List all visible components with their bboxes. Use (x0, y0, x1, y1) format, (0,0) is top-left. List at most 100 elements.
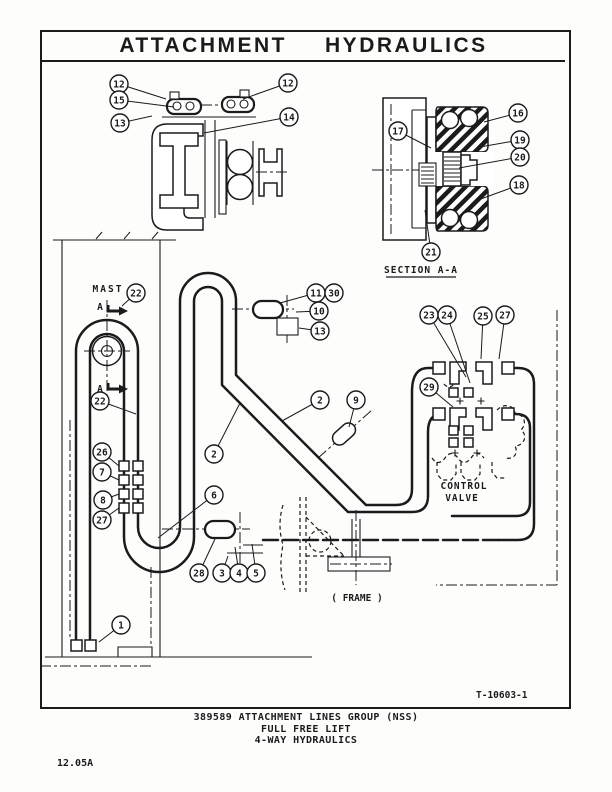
caption-line-1: 389589 ATTACHMENT LINES GROUP (NSS) (193, 712, 419, 723)
callout-8: 8 (93, 490, 113, 510)
callout-25: 25 (473, 306, 493, 326)
callout-12: 12 (278, 73, 298, 93)
hose-clamp-top (162, 89, 256, 118)
rail-ibeam-section (159, 132, 199, 209)
svg-text:23: 23 (423, 310, 435, 321)
section-cut-arrow-top (106, 305, 128, 316)
elbow-fitting (475, 407, 493, 431)
page-code: 12.05A (57, 758, 94, 769)
svg-text:6: 6 (211, 490, 217, 501)
inline-fitting (331, 422, 357, 446)
svg-text:13: 13 (114, 118, 126, 129)
valve-port (432, 361, 446, 375)
svg-text:13: 13 (314, 326, 326, 337)
frame-edge (436, 310, 558, 586)
section-cut-arrow-bottom (106, 383, 128, 394)
svg-text:21: 21 (425, 247, 437, 258)
svg-text:30: 30 (328, 288, 340, 299)
leader-line (446, 314, 471, 384)
callout-9: 9 (346, 390, 366, 410)
carriage-roller (226, 173, 254, 201)
elbow-fitting (449, 361, 467, 385)
svg-text:16: 16 (512, 108, 524, 119)
callout-26: 26 (92, 442, 112, 462)
callout-13: 13 (310, 321, 330, 341)
mast-outline (40, 231, 558, 667)
hose-end-fitting (70, 639, 83, 652)
control-valve (431, 361, 526, 481)
callout-28: 28 (189, 563, 209, 583)
title-word-attachment: ATTACHMENT (119, 34, 288, 57)
svg-text:28: 28 (193, 568, 205, 579)
hose-end-fitting (84, 639, 97, 652)
callout-2: 2 (204, 444, 224, 464)
svg-text:27: 27 (499, 310, 510, 321)
svg-text:22: 22 (130, 288, 141, 299)
callout-4: 4 (229, 563, 249, 583)
callout-23: 23 (419, 305, 439, 325)
valve-port (501, 361, 515, 375)
control-valve-body (431, 383, 526, 481)
svg-text:2: 2 (317, 395, 323, 406)
leader-line (203, 116, 290, 134)
hose-clamp-mid (232, 295, 299, 343)
callout-16: 16 (508, 103, 528, 123)
callout-5: 5 (246, 563, 266, 583)
callout-6: 6 (204, 485, 224, 505)
section-aa-drawing (372, 97, 494, 278)
callout-30: 30 (324, 283, 344, 303)
callout-22: 22 (126, 283, 146, 303)
callout-10: 10 (309, 301, 329, 321)
mast-hose-fittings (70, 460, 144, 652)
svg-text:14: 14 (283, 112, 295, 123)
callout-19: 19 (510, 130, 530, 150)
callout-1: 1 (111, 615, 131, 635)
hose-run-1 (74, 271, 436, 647)
callout-20: 20 (510, 147, 530, 167)
svg-text:5: 5 (253, 568, 259, 579)
callout-17: 17 (388, 121, 408, 141)
hydraulic-hoses (74, 271, 536, 647)
valve-port (432, 407, 446, 421)
callout-2: 2 (310, 390, 330, 410)
callout-11: 11 (306, 283, 326, 303)
leader-line (157, 494, 215, 539)
plus-mark (451, 449, 481, 457)
callout-14: 14 (279, 107, 299, 127)
page-title: ATTACHMENT HYDRAULICS (42, 32, 565, 62)
carriage-assembly-drawing (151, 89, 287, 231)
page-border (40, 30, 571, 709)
svg-text:18: 18 (513, 180, 525, 191)
svg-text:3: 3 (219, 568, 225, 579)
callout-12: 12 (109, 74, 129, 94)
caption-line-3: 4-WAY HYDRAULICS (254, 735, 358, 746)
svg-text:24: 24 (441, 310, 453, 321)
callout-27: 27 (495, 305, 515, 325)
hose-run-3 (496, 366, 536, 542)
valve-port (501, 407, 515, 421)
callout-27: 27 (92, 510, 112, 530)
svg-text:19: 19 (514, 135, 526, 146)
svg-text:29: 29 (423, 382, 435, 393)
title-word-hydraulics: HYDRAULICS (325, 34, 488, 57)
caption-line-2: FULL FREE LIFT (261, 723, 351, 735)
hose-run-2 (88, 285, 444, 647)
plus-mark (456, 397, 485, 405)
callout-21: 21 (421, 242, 441, 262)
figure-caption: 389589 ATTACHMENT LINES GROUP (NSS) FULL… (0, 712, 612, 747)
leader-line (458, 156, 521, 169)
leader-line (428, 314, 467, 378)
hose-clamp-low (162, 512, 263, 565)
svg-text:10: 10 (313, 306, 325, 317)
svg-text:7: 7 (99, 467, 105, 478)
svg-text:25: 25 (477, 311, 489, 322)
svg-text:26: 26 (96, 447, 108, 458)
callout-24: 24 (437, 305, 457, 325)
diagram-label: A (97, 302, 103, 313)
diagram-label: ( FRAME ) (331, 593, 382, 604)
diagram-label: MAST (93, 284, 124, 295)
svg-text:9: 9 (353, 395, 359, 406)
